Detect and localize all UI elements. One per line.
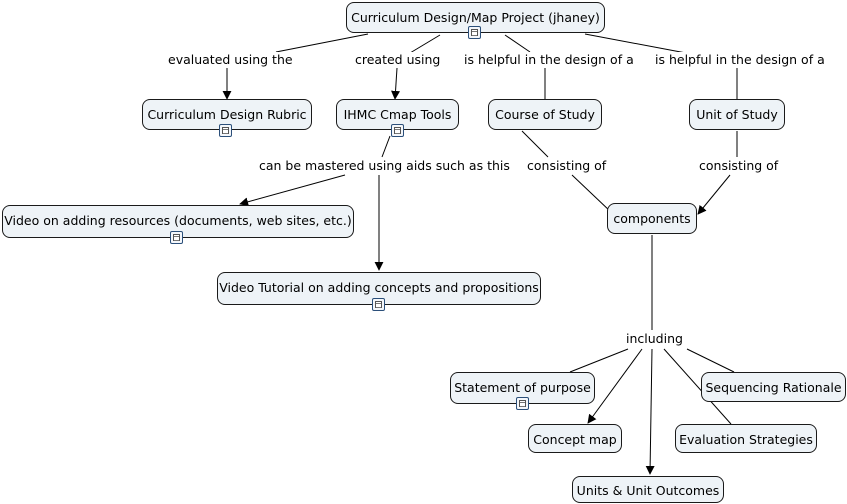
document-resource-icon[interactable]: [170, 231, 183, 244]
link-helpful-course[interactable]: is helpful in the design of a: [462, 52, 636, 68]
line-root-created: [409, 34, 441, 54]
concept-units-unit-outcomes[interactable]: Units & Unit Outcomes: [572, 476, 724, 503]
document-resource-icon[interactable]: [219, 124, 232, 137]
concept-statement-of-purpose[interactable]: Statement of purpose: [450, 372, 595, 404]
line-root-helpful-unit: [584, 33, 687, 54]
concept-course-of-study[interactable]: Course of Study: [488, 99, 602, 130]
line-root-evaluated: [275, 33, 369, 53]
document-resource-icon[interactable]: [516, 397, 529, 410]
arrow-to-video-resources: [239, 174, 346, 207]
link-helpful-unit[interactable]: is helpful in the design of a: [653, 52, 827, 68]
line-to-evaluation: [663, 348, 732, 425]
document-resource-icon[interactable]: [468, 26, 481, 39]
concept-concept-map[interactable]: Concept map: [528, 424, 622, 453]
link-mastered-using[interactable]: can be mastered using aids such as this: [257, 158, 512, 174]
link-consisting-course[interactable]: consisting of: [525, 158, 609, 174]
line-to-sequencing: [686, 348, 735, 373]
link-consisting-unit[interactable]: consisting of: [697, 158, 781, 174]
arrow-to-units-outcomes: [645, 348, 655, 475]
link-including[interactable]: including: [624, 331, 685, 347]
concept-unit-of-study[interactable]: Unit of Study: [689, 99, 785, 130]
line-course-consisting: [521, 130, 549, 158]
link-created-using[interactable]: created using: [353, 52, 443, 68]
concept-evaluation-strategies[interactable]: Evaluation Strategies: [675, 424, 817, 453]
concept-components[interactable]: components: [607, 203, 697, 234]
link-evaluated-using[interactable]: evaluated using the: [166, 52, 295, 68]
line-consisting-components: [571, 174, 612, 213]
arrow-to-concept-map: [587, 348, 643, 424]
document-resource-icon[interactable]: [372, 298, 385, 311]
line-root-helpful-course: [504, 34, 531, 53]
line-cmap-mastered: [381, 135, 391, 158]
arrow-to-cmap: [391, 67, 401, 100]
arrow-to-components: [697, 174, 731, 215]
document-resource-icon[interactable]: [391, 124, 404, 137]
line-to-statement: [569, 348, 629, 373]
concept-sequencing-rationale[interactable]: Sequencing Rationale: [701, 372, 846, 402]
